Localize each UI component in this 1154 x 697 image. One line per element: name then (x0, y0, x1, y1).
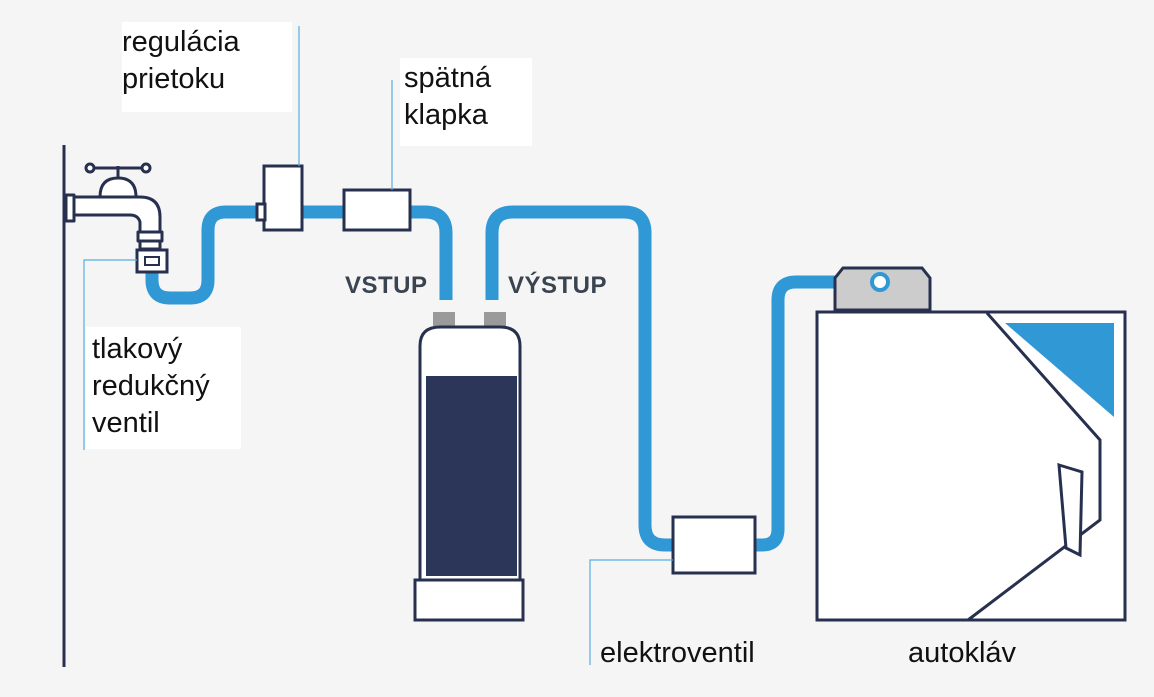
flow-regulation-label: regulácia prietoku (122, 22, 292, 112)
check-valve-label: spätná klapka (400, 58, 532, 146)
flow-regulation-line-2: prietoku (122, 63, 226, 95)
pressure-reducer-label: tlakový redukčný ventil (86, 327, 241, 449)
check-valve-body (342, 188, 412, 232)
pipe-outlet-to-solenoid (485, 205, 675, 552)
flow-regulator-body (262, 164, 304, 232)
water-pipes (145, 205, 880, 552)
inlet-label: VSTUP (345, 272, 428, 299)
solenoid-valve-body (671, 515, 757, 575)
solenoid-valve-label: elektroventil (600, 637, 755, 669)
flow-regulator-knob (255, 202, 267, 222)
filter-cartridge-icon (413, 312, 525, 622)
water-tap-icon (64, 162, 164, 251)
pressure-reducer-line-2: redukčný (92, 370, 210, 402)
pressure-reducer-core (144, 256, 160, 266)
check-valve-line-2: klapka (404, 99, 488, 131)
leader-lines (83, 26, 673, 665)
autoclave-icon (815, 266, 1127, 622)
pipe-solenoid-to-autoclave (755, 275, 880, 552)
pressure-reducer-line-1: tlakový (92, 333, 183, 365)
autoclave-label: autokláv (908, 637, 1017, 669)
pressure-reducer-line-3: ventil (92, 407, 160, 439)
outlet-label: VÝSTUP (508, 272, 608, 299)
check-valve-line-1: spätná (404, 62, 492, 94)
flow-regulation-line-1: regulácia (122, 26, 240, 58)
pipe-tap-to-check-valve (145, 205, 453, 305)
